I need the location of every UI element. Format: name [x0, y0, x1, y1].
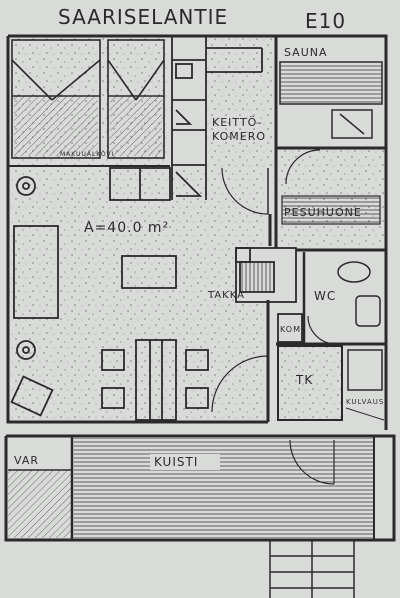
plan-title: SAARISELANTIE [58, 5, 228, 29]
storage-label: VAR [14, 454, 39, 467]
kitchen-door-swing [221, 167, 269, 215]
kitchen-label-line2: KOMERO [212, 130, 266, 143]
closet [277, 313, 303, 343]
entrance-shelf [347, 349, 383, 391]
living-furniture [10, 176, 209, 421]
wc-label: WC [314, 289, 336, 303]
fireplace [235, 247, 297, 303]
area-label: A=40.0 m² [84, 220, 169, 236]
sauna-stove [331, 109, 373, 139]
entry-steps [269, 540, 355, 598]
wardrobe-label: TK [295, 373, 313, 387]
alcove-label: MAKUUALKOVI [60, 151, 114, 158]
kitchen-cabinets [109, 36, 263, 201]
sink [355, 295, 381, 327]
kitchen-floor [206, 37, 272, 167]
wardrobe [277, 345, 343, 421]
sauna-benches [279, 61, 383, 105]
toilet [337, 261, 371, 283]
washroom-bench [281, 195, 381, 225]
porch-floor [74, 438, 374, 538]
entrance-door-swing [211, 355, 269, 413]
fireplace-label: TAKKA [207, 290, 245, 301]
washroom-door-swing [285, 149, 321, 185]
closet-label: KOM [280, 325, 301, 334]
washroom-label: PESUHUONE [284, 206, 362, 219]
outer-walls [4, 34, 396, 542]
storage-floor [8, 470, 72, 538]
unit-code: E10 [305, 9, 346, 33]
porch-door-swing [289, 439, 335, 485]
beds [11, 39, 165, 159]
sauna-label: SAUNA [284, 46, 328, 59]
kitchen-label-line1: KEITTÖ- [212, 116, 263, 129]
entrance-label: KULVAUS [346, 398, 384, 406]
porch-label: KUISTI [154, 455, 198, 469]
